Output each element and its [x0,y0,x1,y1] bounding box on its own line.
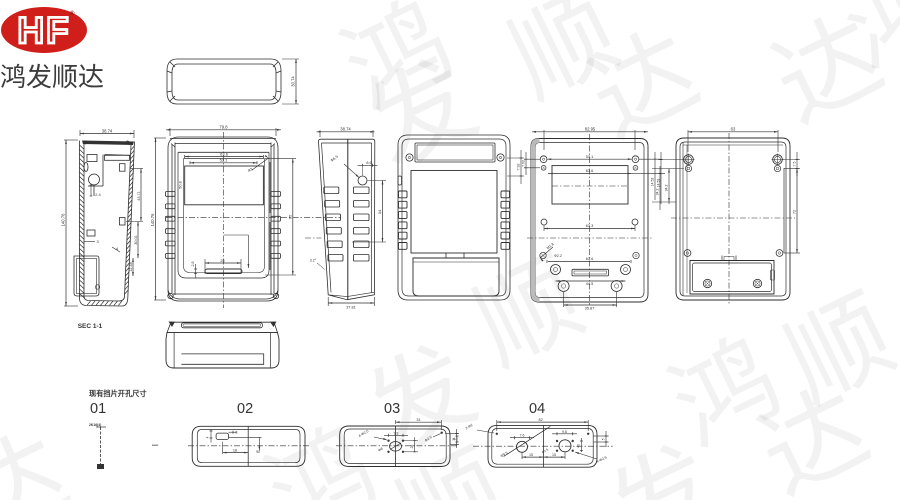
svg-text:Φ9.5: Φ9.5 [500,451,509,458]
svg-text:2.4: 2.4 [95,192,101,197]
svg-text:25: 25 [220,259,224,263]
svg-text:53.1: 53.1 [220,158,229,163]
svg-text:35.87: 35.87 [585,306,595,311]
svg-text:8.6: 8.6 [366,161,371,165]
svg-text:3: 3 [97,239,100,244]
svg-text:7.92: 7.92 [522,160,526,167]
svg-text:53.1: 53.1 [586,154,594,159]
svg-text:现有挡片开孔尺寸: 现有挡片开孔尺寸 [89,389,147,398]
svg-text:2.8: 2.8 [191,262,195,267]
svg-text:9.8: 9.8 [394,431,399,435]
svg-text:Φ2.5: Φ2.5 [541,448,549,455]
svg-text:Φ2.2: Φ2.2 [554,254,562,258]
svg-text:79.8: 79.8 [219,125,228,130]
svg-text:82.95: 82.95 [585,127,596,132]
svg-text:37.81: 37.81 [346,306,356,310]
svg-text:4-Φ2.5: 4-Φ2.5 [596,456,608,464]
svg-text:63.3: 63.3 [586,223,594,228]
svg-text:–: – [152,439,159,451]
svg-text:63: 63 [731,127,736,132]
svg-text:30.74: 30.74 [291,76,296,87]
svg-text:95: 95 [287,214,292,219]
svg-text:15: 15 [552,453,556,457]
svg-text:4: 4 [206,436,210,438]
svg-text:Φ6.5: Φ6.5 [330,155,339,163]
svg-text:4-Φ2.5: 4-Φ2.5 [358,429,370,438]
svg-text:2: 2 [452,438,456,440]
svg-text:63.6: 63.6 [220,151,229,156]
svg-text:31: 31 [416,418,420,422]
svg-text:30.01: 30.01 [134,235,138,245]
svg-text:14.53: 14.53 [657,179,661,188]
svg-text:28: 28 [410,445,414,449]
svg-text:9.8: 9.8 [562,430,567,434]
svg-text:2-Φ2: 2-Φ2 [465,423,474,430]
svg-text:Φ2.5: Φ2.5 [424,435,433,443]
svg-text:11: 11 [452,437,456,441]
svg-text:40: 40 [577,444,581,448]
svg-text:72: 72 [792,210,797,214]
svg-text:4: 4 [116,247,118,251]
svg-text:Φ8: Φ8 [377,447,383,453]
svg-text:01: 01 [90,401,106,417]
svg-text:2K16(4): 2K16(4) [89,423,101,427]
svg-text:5: 5 [601,438,605,440]
svg-text:140.76: 140.76 [150,213,155,226]
svg-text:43.71: 43.71 [137,191,141,201]
svg-text:04: 04 [529,401,545,417]
svg-text:3.2°: 3.2° [310,259,317,263]
svg-text:12.48: 12.48 [129,262,133,272]
svg-text:SEC 1-1: SEC 1-1 [78,323,103,330]
svg-text:38.74: 38.74 [102,128,113,133]
svg-text:38.74: 38.74 [340,127,351,132]
svg-text:Φ2: Φ2 [256,450,261,454]
svg-text:R3: R3 [247,167,253,173]
svg-text:14.53: 14.53 [651,178,655,187]
svg-text:7.6: 7.6 [520,434,525,438]
svg-text:M1.8: M1.8 [546,242,555,250]
svg-text:34.2: 34.2 [656,189,660,196]
svg-text:44.5: 44.5 [586,281,594,286]
svg-text:15: 15 [529,453,533,457]
svg-text:7.5: 7.5 [793,162,797,167]
svg-text:50.8: 50.8 [179,181,183,188]
svg-text:18: 18 [233,449,237,453]
svg-text:34: 34 [377,209,382,214]
svg-text:63.6: 63.6 [586,256,594,261]
svg-text:140.76: 140.76 [61,213,66,226]
svg-text:02: 02 [237,401,253,417]
svg-text:03: 03 [384,401,400,417]
svg-text:82: 82 [538,418,542,422]
svg-text:7.92: 7.92 [517,164,521,171]
svg-text:34.2: 34.2 [665,185,669,192]
